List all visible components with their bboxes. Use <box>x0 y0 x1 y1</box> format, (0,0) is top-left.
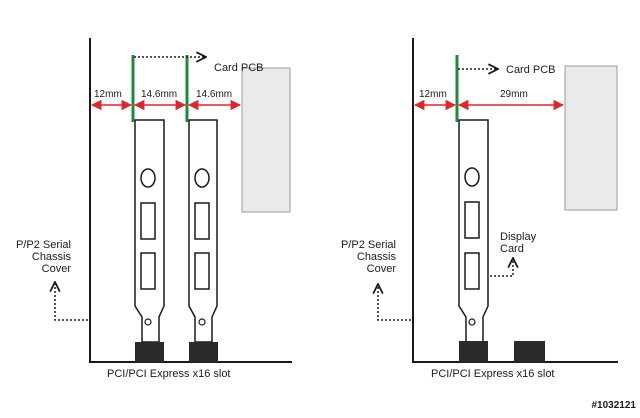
right-slot-connector-2 <box>514 341 545 362</box>
right-diagram: Card PCB 12mm 29mm Display Card P/P2 Ser… <box>341 38 618 380</box>
right-display-card-leader <box>490 258 513 277</box>
right-dim-label-1: 12mm <box>419 89 447 100</box>
left-slot-connector-1 <box>135 342 164 362</box>
left-slot-caption: PCI/PCI Express x16 slot <box>107 368 231 380</box>
left-card-pcb-label: Card PCB <box>214 62 264 74</box>
right-dim-label-2: 29mm <box>500 89 528 100</box>
left-dim-label-3: 14.6mm <box>196 89 232 100</box>
left-slot-connector-2 <box>189 342 218 362</box>
left-diagram: Card PCB 12mm 14.6mm 14.6mm P/P2 Serial … <box>16 38 292 380</box>
watermark-id: #1032121 <box>592 400 637 411</box>
right-bracket <box>458 119 489 343</box>
right-card-pcb-label: Card PCB <box>506 64 556 76</box>
right-display-card-label-line-1: Display <box>500 231 537 243</box>
right-slot-connector-1 <box>459 341 488 362</box>
left-card-pcb-block <box>241 67 291 213</box>
right-chassis-leader <box>378 284 411 321</box>
right-chassis-label-line-3: Cover <box>367 263 397 275</box>
right-card-pcb-block <box>564 65 618 211</box>
left-chassis-wall <box>89 38 292 363</box>
left-dim-label-2: 14.6mm <box>141 89 177 100</box>
left-bracket-1 <box>134 119 165 343</box>
left-chassis-label-line-3: Cover <box>42 263 72 275</box>
right-chassis-wall <box>412 38 618 363</box>
right-chassis-label-line-1: P/P2 Serial <box>341 239 396 251</box>
left-dim-label-1: 12mm <box>94 89 122 100</box>
left-chassis-label-line-1: P/P2 Serial <box>16 239 71 251</box>
right-slot-caption: PCI/PCI Express x16 slot <box>431 368 555 380</box>
left-bracket-2 <box>188 119 218 343</box>
right-chassis-label-line-2: Chassis <box>357 251 397 263</box>
left-chassis-label-line-2: Chassis <box>32 251 72 263</box>
right-display-card-label-line-2: Card <box>500 243 524 255</box>
left-chassis-leader <box>55 282 88 321</box>
